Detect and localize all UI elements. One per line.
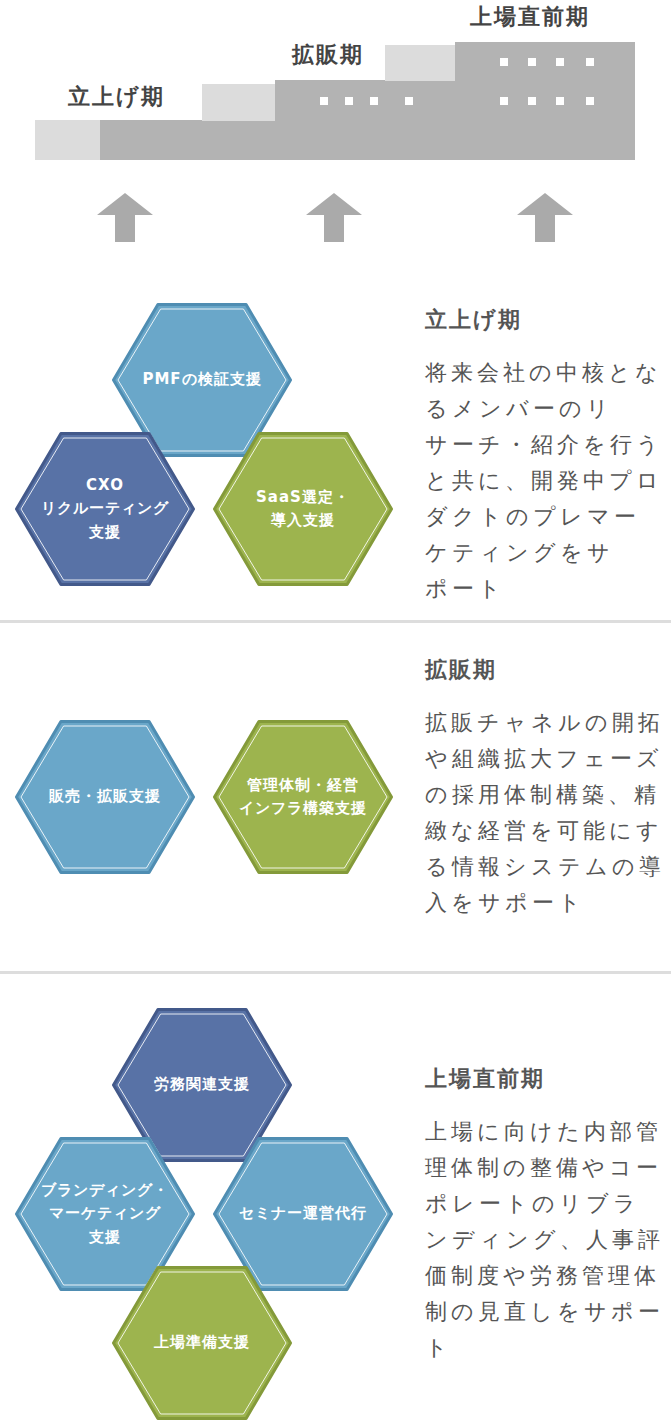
hexagon-inner-line <box>118 309 286 451</box>
step-top <box>455 42 635 81</box>
window <box>528 58 536 66</box>
window <box>320 97 328 105</box>
hexagon-label: 労務関連支援 <box>154 1073 250 1096</box>
window <box>370 97 378 105</box>
hexagon-inner-line <box>219 1143 387 1285</box>
hexagon-label: ブランディング・ マーケティング 支援 <box>35 1179 175 1249</box>
step-base <box>100 120 635 160</box>
hexagon-inner-line <box>118 1272 286 1414</box>
window <box>556 58 564 66</box>
window <box>405 97 413 105</box>
hexagon-label: PMFの検証支援 <box>142 368 261 391</box>
stage-label: 拡販期 <box>292 40 364 70</box>
hexagon-node: 管理体制・経営 インフラ構築支援 <box>213 720 393 874</box>
stage-label: 上場直前期 <box>470 2 590 32</box>
hexagon-label: セミナー運営代行 <box>239 1202 367 1225</box>
section-heading: 拡販期 <box>425 655 497 685</box>
hexagon-shape <box>213 720 393 874</box>
section-body: 拡販チャネルの開拓や組織拡大フェーズの採用体制構築、精緻な経営を可能にする情報シ… <box>425 705 665 921</box>
up-arrow <box>97 193 153 242</box>
step-light <box>35 120 101 160</box>
hexagon-label: CXO リクルーティング 支援 <box>38 474 173 544</box>
section-separator <box>0 971 671 974</box>
hexagon-inner-line <box>219 726 387 868</box>
hexagon-inner-line <box>219 438 387 580</box>
step-middle <box>275 80 635 121</box>
stage-label: 立上げ期 <box>68 82 165 112</box>
section-heading: 立上げ期 <box>425 305 522 335</box>
section-heading: 上場直前期 <box>425 1064 545 1094</box>
hexagon-label: 管理体制・経営 インフラ構築支援 <box>233 774 373 821</box>
up-arrows <box>97 193 573 242</box>
window <box>500 97 508 105</box>
step-light <box>385 45 456 81</box>
hexagon-label: 上場準備支援 <box>154 1331 250 1354</box>
window <box>345 97 353 105</box>
step-light <box>202 84 276 121</box>
window <box>586 58 594 66</box>
hexagon-inner-line <box>118 1014 286 1156</box>
section-body: 将来会社の中核となるメンバーのリサーチ・紹介を行うと共に、開発中プロダクトのプレ… <box>425 355 665 607</box>
hexagon-shape <box>213 432 393 586</box>
hexagon-node: CXO リクルーティング 支援 <box>15 432 195 586</box>
hexagon-label: 販売・拡販支援 <box>49 785 161 808</box>
hexagon-inner-line <box>21 1143 189 1285</box>
section-separator <box>0 620 671 623</box>
hexagon-node: 販売・拡販支援 <box>15 720 195 874</box>
hexagon-inner-line <box>21 438 189 580</box>
window <box>500 58 508 66</box>
hexagon-node: 上場準備支援 <box>112 1266 292 1420</box>
up-arrow <box>306 193 362 242</box>
hexagon-fill <box>17 434 194 585</box>
window <box>556 97 564 105</box>
hexagon-fill <box>17 722 194 873</box>
window <box>586 97 594 105</box>
section-body: 上場に向けた内部管理体制の整備やコーポレートのリブランディング、人事評価制度や労… <box>425 1114 665 1366</box>
hexagon-fill <box>215 434 392 585</box>
hexagon-label: SaaS選定・ 導入支援 <box>248 486 358 533</box>
up-arrow <box>517 193 573 242</box>
hexagon-node: SaaS選定・ 導入支援 <box>213 432 393 586</box>
hexagon-fill <box>114 1268 291 1419</box>
window <box>528 97 536 105</box>
hexagon-inner-line <box>21 726 189 868</box>
hexagon-fill <box>215 722 392 873</box>
